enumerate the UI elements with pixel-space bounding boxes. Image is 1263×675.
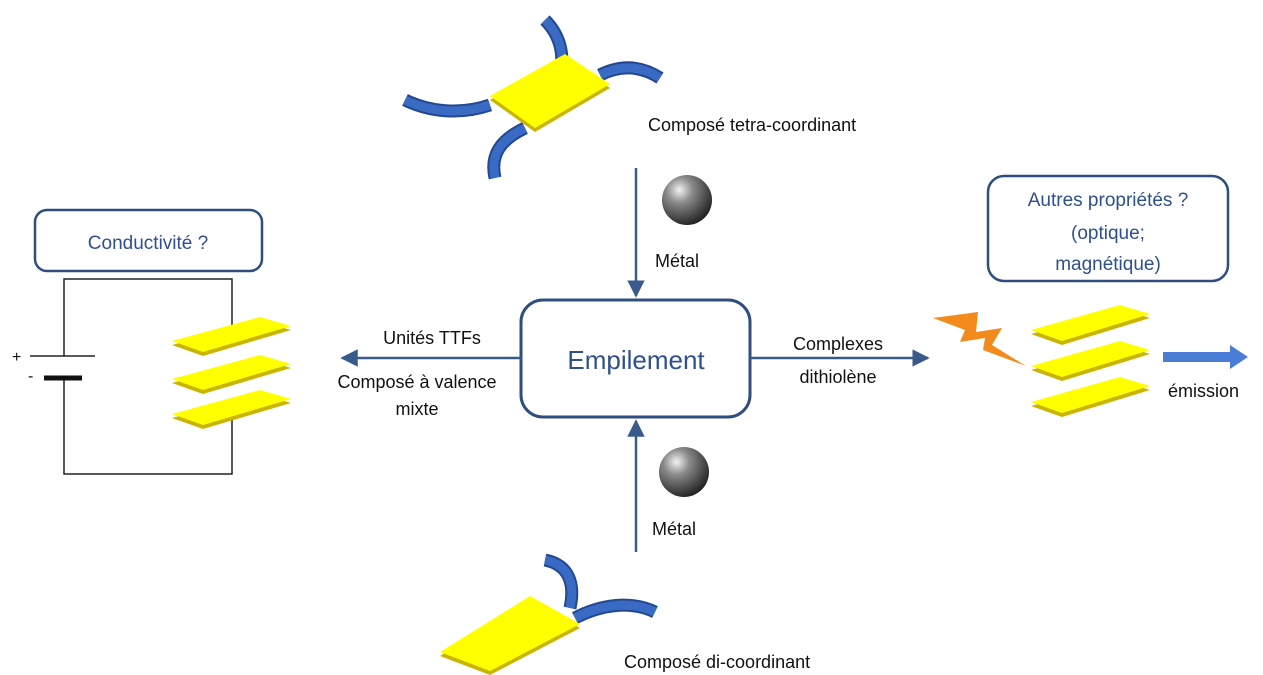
- battery-icon: [30, 355, 95, 381]
- stacked-plates-right: [1031, 305, 1150, 417]
- metal-label-top: Métal: [655, 251, 699, 271]
- battery-plus: +: [12, 349, 21, 366]
- center-label: Empilement: [567, 345, 705, 375]
- right-arrow-label-1: Complexes: [793, 334, 883, 354]
- right-arrow-label-2: dithiolène: [799, 367, 876, 387]
- left-arrow-label-bottom-2: mixte: [395, 399, 438, 419]
- stacked-plates-left: [172, 317, 291, 429]
- metal-label-bottom: Métal: [652, 519, 696, 539]
- emission-arrow: [1163, 345, 1248, 369]
- di-compound-label: Composé di-coordinant: [624, 652, 810, 672]
- conductivity-label: Conductivité ?: [88, 233, 208, 254]
- other-properties-line-3: magnétique): [1055, 254, 1161, 275]
- circuit: [63, 278, 233, 475]
- tetra-coordinant-molecule: [402, 15, 664, 180]
- other-properties-box: [986, 174, 1230, 283]
- emission-label: émission: [1168, 381, 1239, 401]
- other-properties-line-1: Autres propriétés ?: [1028, 190, 1189, 211]
- conductivity-box: [33, 208, 264, 273]
- lightning-bolt-icon: [933, 312, 1026, 366]
- other-properties-line-2: (optique;: [1071, 223, 1145, 244]
- battery-minus: -: [28, 368, 33, 385]
- di-coordinant-molecule: [440, 553, 658, 675]
- metal-sphere-icon: [659, 447, 709, 497]
- tetra-compound-label: Composé tetra-coordinant: [648, 115, 856, 135]
- left-arrow-label-top: Unités TTFs: [383, 328, 481, 348]
- metal-sphere-icon: [662, 175, 712, 225]
- left-arrow-label-bottom-1: Composé à valence: [337, 372, 496, 392]
